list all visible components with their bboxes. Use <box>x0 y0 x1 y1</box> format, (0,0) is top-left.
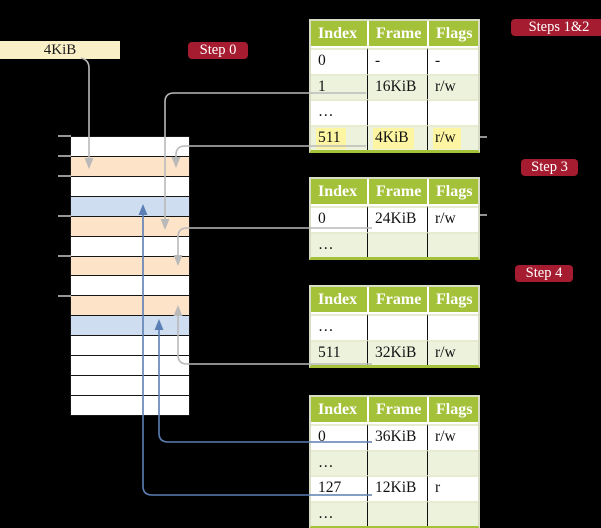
table-cell: 36KiB <box>367 424 427 450</box>
table-cell: - <box>367 48 427 74</box>
table-cell <box>367 99 427 125</box>
table-cell: 127 <box>311 475 367 501</box>
memory-row <box>71 156 189 177</box>
table-cell: … <box>311 99 367 125</box>
table-cell <box>367 500 427 526</box>
column-header: Flags <box>427 397 478 424</box>
frame-size-box: 4KiB <box>0 41 120 59</box>
table-cell <box>427 314 478 340</box>
table-cell: 12KiB <box>367 475 427 501</box>
table-cell: r/w <box>427 73 478 99</box>
column-header: Frame <box>367 287 427 314</box>
column-header: Index <box>311 21 367 48</box>
memory-tick <box>58 175 71 177</box>
physical-memory-column <box>70 136 190 416</box>
memory-row <box>71 296 189 317</box>
memory-tick <box>58 135 71 137</box>
page-table-level-1: Index Frame Flags 0 - - 1 16KiB r/w … 51… <box>309 19 480 153</box>
column-header: Index <box>311 179 367 206</box>
table-cell: 4KiB <box>367 124 427 150</box>
table-cell <box>427 231 478 257</box>
memory-row <box>71 276 189 297</box>
table-cell: r/w <box>427 424 478 450</box>
table-cell: r <box>427 475 478 501</box>
column-header: Frame <box>367 179 427 206</box>
table-cell: … <box>311 500 367 526</box>
highlighted-value: r/w <box>433 127 461 149</box>
table-cell: 0 <box>311 206 367 232</box>
table-cell: r/w <box>427 124 478 150</box>
highlighted-value: 4KiB <box>373 127 414 149</box>
table-cell: r/w <box>427 339 478 365</box>
table-cell: 0 <box>311 48 367 74</box>
memory-row <box>71 356 189 377</box>
column-header: Flags <box>427 21 478 48</box>
table-cell <box>367 449 427 475</box>
highlighted-value: 511 <box>316 127 346 149</box>
memory-row <box>71 316 189 337</box>
memory-row <box>71 236 189 257</box>
page-table-level-3: Index Frame Flags … 511 32KiB r/w <box>309 285 480 368</box>
column-header: Flags <box>427 179 478 206</box>
steps-1-2-label: Steps 1&2 <box>511 19 601 36</box>
frame-size-label: 4KiB <box>43 42 77 58</box>
table-cell <box>427 99 478 125</box>
memory-row <box>71 176 189 197</box>
table-cell: … <box>311 231 367 257</box>
memory-row <box>71 256 189 277</box>
memory-row <box>71 196 189 217</box>
column-header: Frame <box>367 397 427 424</box>
table-cell: 32KiB <box>367 339 427 365</box>
column-header: Frame <box>367 21 427 48</box>
page-table-level-4: Index Frame Flags 0 36KiB r/w … 127 12Ki… <box>309 395 480 528</box>
table-cell: r/w <box>427 206 478 232</box>
table-cell: 24KiB <box>367 206 427 232</box>
table-cell: - <box>427 48 478 74</box>
memory-row <box>71 395 189 415</box>
step-4-label: Step 4 <box>515 265 573 282</box>
memory-tick <box>58 255 71 257</box>
table-cell: 511 <box>311 124 367 150</box>
table-cell: 511 <box>311 339 367 365</box>
table-cell <box>367 314 427 340</box>
column-header: Index <box>311 287 367 314</box>
memory-tick <box>58 155 71 157</box>
memory-row <box>71 376 189 396</box>
column-header: Index <box>311 397 367 424</box>
table-cell <box>427 449 478 475</box>
memory-row <box>71 336 189 357</box>
table-cell <box>367 231 427 257</box>
table-cell: … <box>311 314 367 340</box>
table-cell: 16KiB <box>367 73 427 99</box>
table-cell: 0 <box>311 424 367 450</box>
table-cell <box>427 500 478 526</box>
memory-row <box>71 137 189 157</box>
step-3-label: Step 3 <box>521 159 578 176</box>
table-cell: … <box>311 449 367 475</box>
memory-tick <box>58 215 71 217</box>
memory-row <box>71 216 189 237</box>
memory-tick <box>58 295 71 297</box>
step-0-label: Step 0 <box>188 42 248 59</box>
table-cell: 1 <box>311 73 367 99</box>
column-header: Flags <box>427 287 478 314</box>
page-table-level-2: Index Frame Flags 0 24KiB r/w … <box>309 177 480 260</box>
